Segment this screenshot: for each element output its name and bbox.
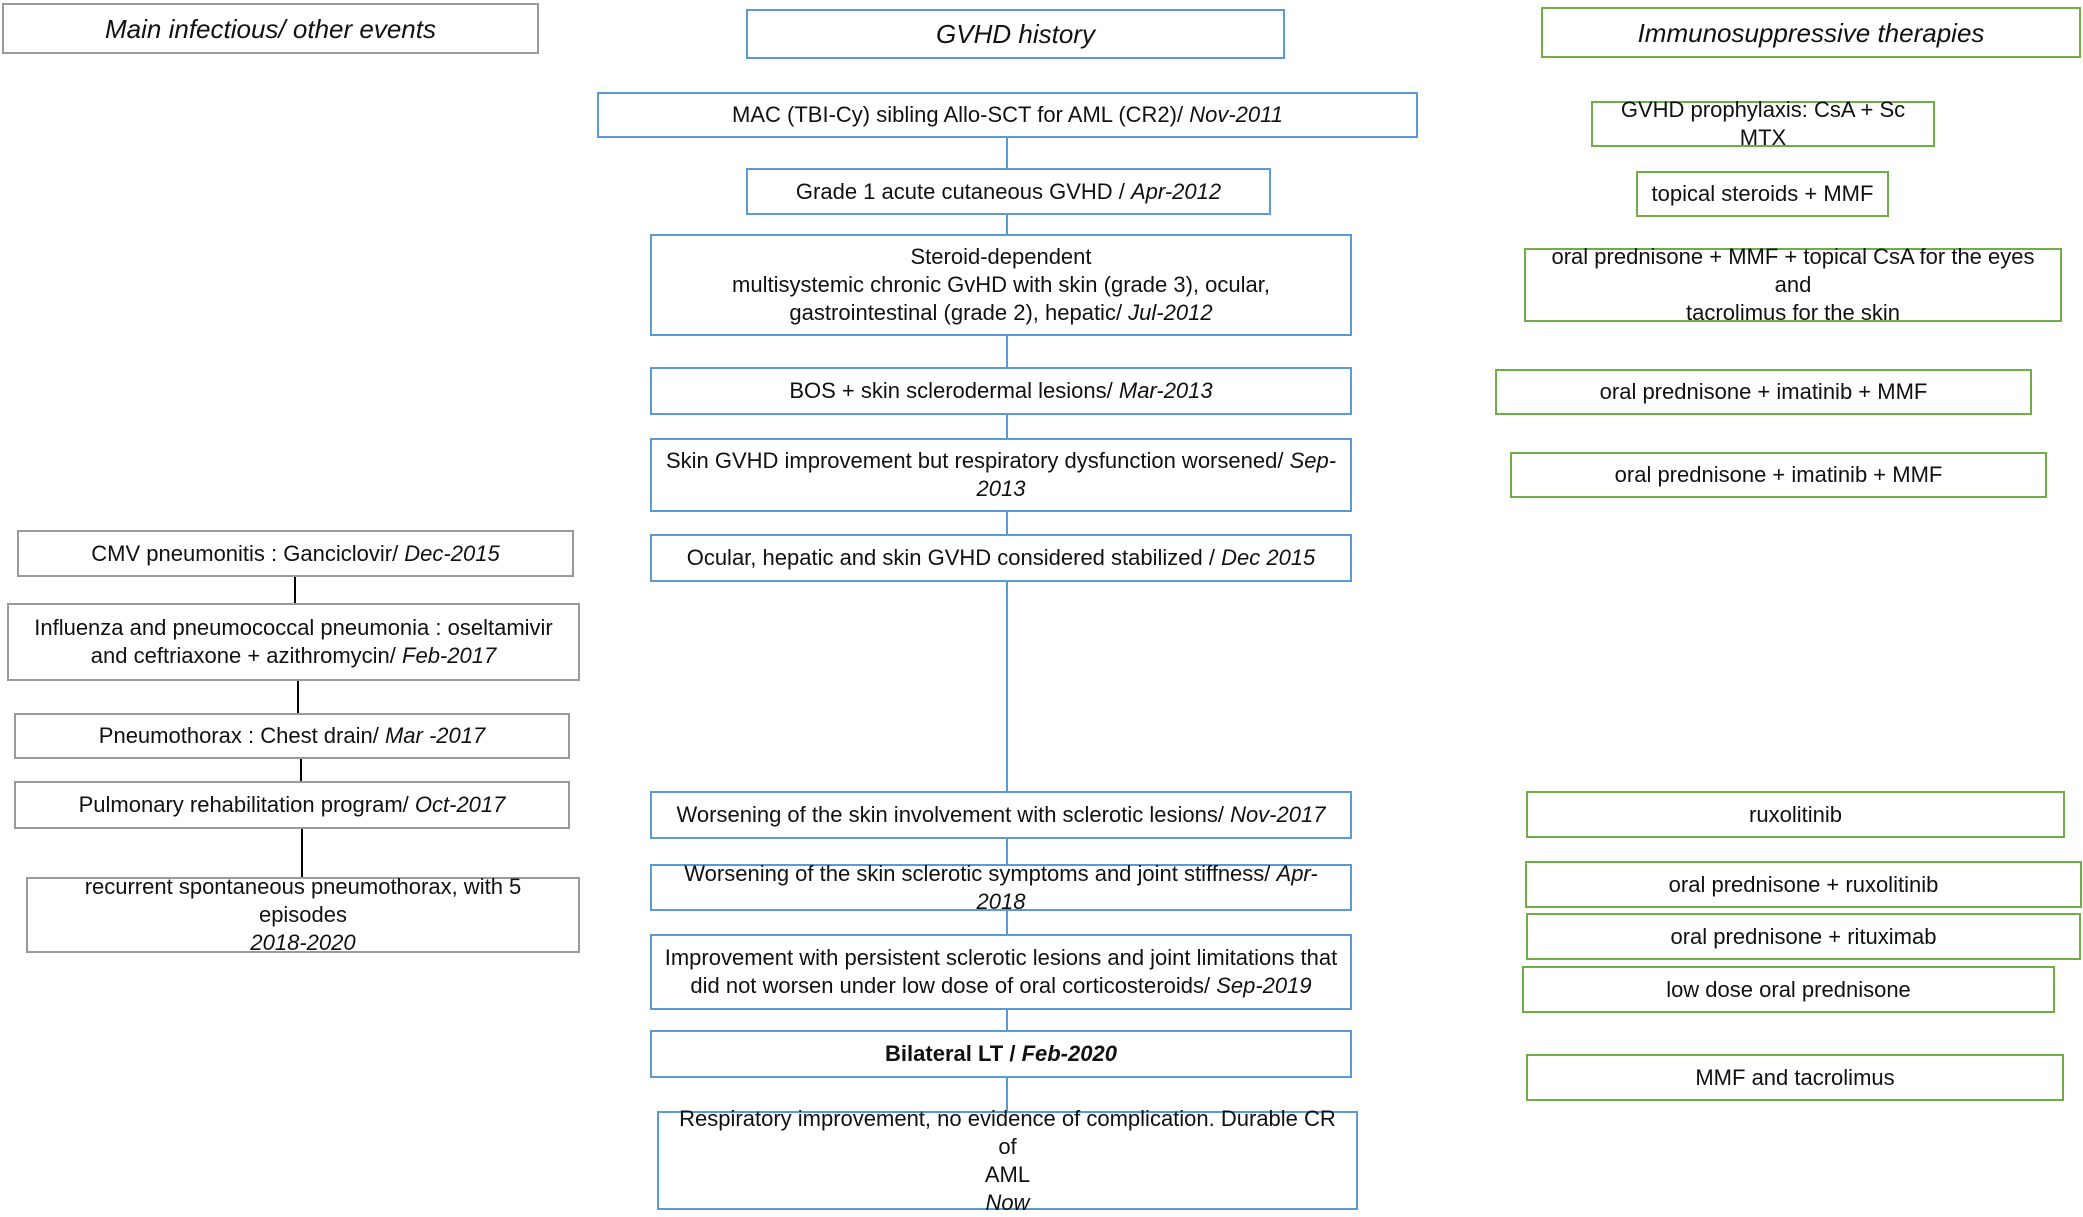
header-immunosuppressive-therapies: Immunosuppressive therapies — [1541, 7, 2081, 58]
therapy-line: oral prednisone + MMF + topical CsA for … — [1551, 244, 2035, 297]
gvhd-event-line: gastrointestinal (grade 2), hepatic/ Jul… — [789, 300, 1213, 325]
therapy-text: topical steroids + MMF — [1651, 181, 1874, 206]
gvhd-event-bilateral-lt: Bilateral LT / Feb-2020 — [650, 1030, 1352, 1078]
therapy-text: oral prednisone + imatinib + MMF — [1599, 379, 1928, 404]
therapy-text: oral prednisone + ruxolitinib — [1668, 871, 1939, 897]
header-gvhd-label: GVHD history — [936, 19, 1095, 49]
gvhd-event-text: Grade 1 acute cutaneous GVHD / Apr-2012 — [795, 178, 1222, 204]
therapy-ruxolitinib: ruxolitinib — [1526, 791, 2065, 838]
therapy-mmf-tacrolimus: MMF and tacrolimus — [1526, 1054, 2064, 1101]
therapy-prednisone-ruxolitinib: oral prednisone + ruxolitinib — [1525, 861, 2082, 908]
gvhd-event-line: multisystemic chronic GvHD with skin (gr… — [732, 272, 1270, 297]
therapy-text: GVHD prophylaxis: CsA + Sc MTX — [1620, 97, 1906, 150]
gvhd-event-text: Bilateral LT / Feb-2020 — [885, 1041, 1117, 1066]
gvhd-event-text: Worsening of the skin sclerotic symptoms… — [684, 860, 1318, 914]
gvhd-event-skin-worsening: Worsening of the skin involvement with s… — [650, 791, 1352, 839]
therapy-line: tacrolimus for the skin — [1686, 300, 1900, 325]
therapy-prednisone-imatinib-mmf-1: oral prednisone + imatinib + MMF — [1495, 369, 2032, 415]
header-therapies-label: Immunosuppressive therapies — [1637, 17, 1985, 48]
event-pneumothorax: Pneumothorax : Chest drain/ Mar -2017 — [14, 713, 570, 759]
gvhd-event-joint-stiffness: Worsening of the skin sclerotic symptoms… — [650, 861, 1352, 914]
gvhd-event-line: Respiratory improvement, no evidence of … — [679, 1105, 1336, 1159]
event-line: Influenza and pneumococcal pneumonia : o… — [34, 615, 553, 640]
gvhd-event-acute-cutaneous: Grade 1 acute cutaneous GVHD / Apr-2012 — [746, 168, 1271, 215]
gvhd-event-text: BOS + skin sclerodermal lesions/ Mar-201… — [789, 378, 1213, 403]
therapy-prednisone-imatinib-mmf-2: oral prednisone + imatinib + MMF — [1510, 452, 2047, 498]
event-cmv-pneumonitis: CMV pneumonitis : Ganciclovir/ Dec-2015 — [17, 530, 574, 577]
therapy-topical-steroids-mmf: topical steroids + MMF — [1636, 171, 1889, 217]
gvhd-event-improvement: Improvement with persistent sclerotic le… — [650, 934, 1352, 1010]
gvhd-event-chronic-gvhd: Steroid-dependent multisystemic chronic … — [650, 234, 1352, 336]
gvhd-event-stabilized: Ocular, hepatic and skin GVHD considered… — [650, 534, 1352, 582]
gvhd-event-line: Improvement with persistent sclerotic le… — [664, 945, 1338, 970]
gvhd-event-bos: BOS + skin sclerodermal lesions/ Mar-201… — [650, 367, 1352, 415]
event-text: Pneumothorax : Chest drain/ Mar -2017 — [98, 723, 486, 748]
gvhd-event-respiratory-worsened: Skin GVHD improvement but respiratory dy… — [650, 438, 1352, 512]
event-influenza-pneumonia: Influenza and pneumococcal pneumonia : o… — [7, 603, 580, 681]
therapy-low-dose-prednisone: low dose oral prednisone — [1522, 966, 2055, 1013]
gvhd-event-line: 2013 — [976, 476, 1026, 501]
gvhd-event-line: AML — [984, 1161, 1031, 1187]
therapy-oral-prednisone-mmf-csa: oral prednisone + MMF + topical CsA for … — [1524, 244, 2062, 325]
gvhd-event-line: Steroid-dependent — [910, 244, 1092, 269]
header-gvhd-history: GVHD history — [746, 9, 1285, 59]
event-pulmonary-rehabilitation: Pulmonary rehabilitation program/ Oct-20… — [14, 781, 570, 829]
gvhd-event-allo-sct: MAC (TBI-Cy) sibling Allo-SCT for AML (C… — [597, 92, 1418, 138]
gvhd-event-text: MAC (TBI-Cy) sibling Allo-SCT for AML (C… — [732, 102, 1283, 127]
gvhd-event-text: Ocular, hepatic and skin GVHD considered… — [686, 545, 1316, 570]
header-main-events: Main infectious/ other events — [2, 3, 539, 54]
event-line: and ceftriaxone + azithromycin/ Feb-2017 — [90, 643, 497, 668]
header-events-label: Main infectious/ other events — [105, 13, 436, 44]
therapy-gvhd-prophylaxis: GVHD prophylaxis: CsA + Sc MTX — [1591, 97, 1935, 150]
gvhd-event-line: Skin GVHD improvement but respiratory dy… — [665, 448, 1337, 473]
gvhd-event-respiratory-improvement: Respiratory improvement, no evidence of … — [657, 1106, 1358, 1215]
therapy-text: low dose oral prednisone — [1666, 976, 1911, 1002]
therapy-prednisone-rituximab: oral prednisone + rituximab — [1526, 913, 2081, 960]
event-line: 2018-2020 — [250, 930, 356, 955]
therapy-text: oral prednisone + rituximab — [1670, 923, 1937, 949]
event-text: CMV pneumonitis : Ganciclovir/ Dec-2015 — [91, 540, 500, 566]
event-line: recurrent spontaneous pneumothorax, with… — [84, 874, 522, 927]
gvhd-event-line: did not worsen under low dose of oral co… — [690, 973, 1312, 998]
event-recurrent-pneumothorax: recurrent spontaneous pneumothorax, with… — [26, 874, 580, 955]
event-text: Pulmonary rehabilitation program/ Oct-20… — [78, 792, 506, 817]
gvhd-event-line: Now — [985, 1189, 1030, 1215]
gvhd-event-text: Worsening of the skin involvement with s… — [676, 802, 1326, 827]
therapy-text: ruxolitinib — [1749, 801, 1842, 827]
therapy-text: MMF and tacrolimus — [1695, 1064, 1895, 1090]
therapy-text: oral prednisone + imatinib + MMF — [1614, 462, 1943, 487]
